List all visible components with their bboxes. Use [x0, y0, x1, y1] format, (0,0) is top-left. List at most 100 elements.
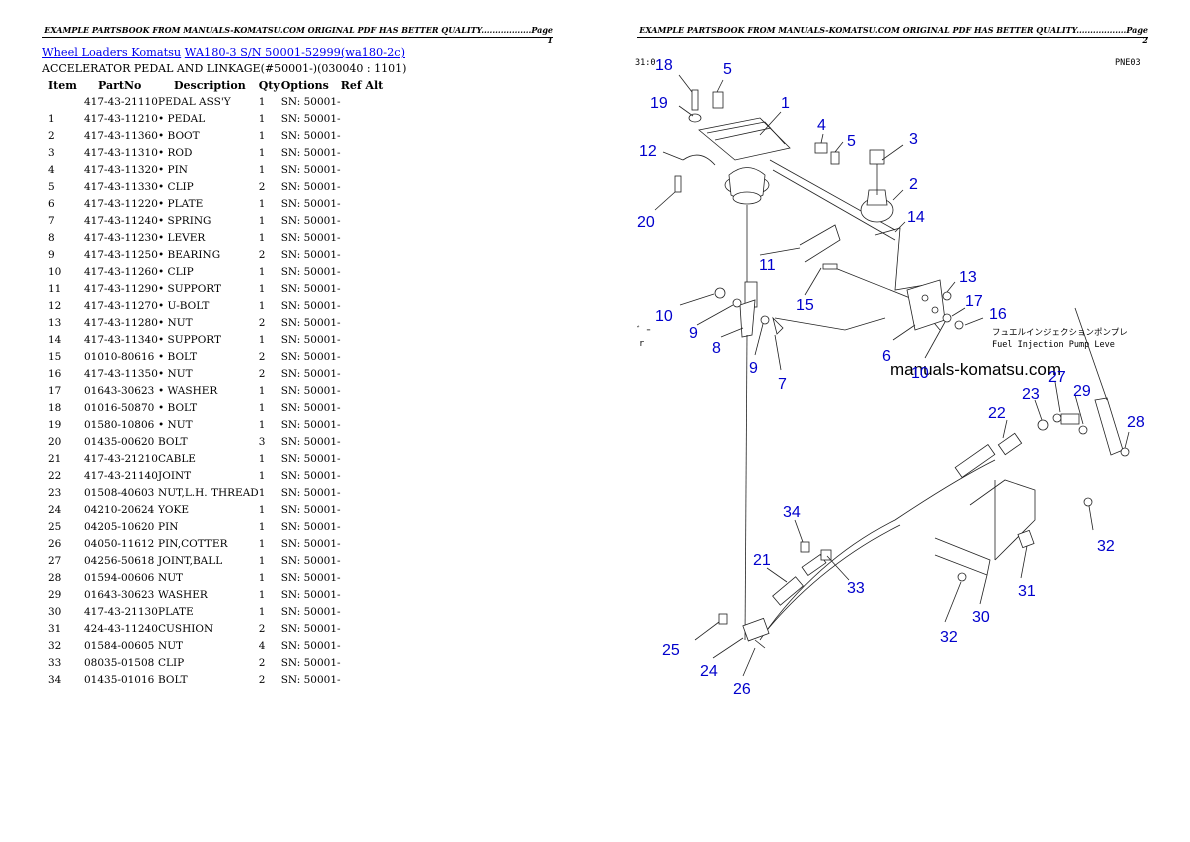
qty-cell: 3 [258, 435, 266, 448]
qty-cell: 1 [258, 537, 266, 550]
item-cell: 31 [48, 622, 62, 635]
ref-alt-cell [341, 586, 389, 603]
qty-cell: 1 [258, 299, 266, 312]
partno-cell: 04210-20624 [84, 503, 155, 516]
qty-cell: 1 [258, 95, 266, 108]
options-cell: SN: 50001- [280, 282, 341, 295]
ref-alt-cell [341, 450, 389, 467]
partno-cell: 01643-30623 [84, 588, 155, 601]
ref-alt-cell [341, 212, 389, 229]
options-cell: SN: 50001- [280, 520, 341, 533]
options-cell: SN: 50001- [280, 656, 341, 669]
partno-cell: 01016-50870 [84, 401, 155, 414]
description-cell: • BOLT [158, 401, 198, 414]
callout-leader-lines [654, 74, 1130, 677]
callout-16: 16 [989, 306, 1007, 323]
item-cell: 30 [48, 605, 62, 618]
item-cell: 24 [48, 503, 62, 516]
ref-alt-cell [341, 331, 389, 348]
partno-cell: 417-43-11260 [84, 265, 158, 278]
description-cell: PEDAL ASS'Y [158, 95, 231, 108]
callout-29: 29 [1073, 383, 1091, 400]
description-cell: • SUPPORT [158, 333, 222, 346]
callout-14: 14 [907, 209, 925, 226]
options-cell: SN: 50001- [280, 350, 341, 363]
column-header-partno: PartNo [98, 78, 142, 92]
item-cell: 14 [48, 333, 62, 346]
breadcrumb-link-category[interactable]: Wheel Loaders Komatsu [42, 46, 182, 59]
ref-alt-cell [341, 93, 389, 110]
item-cell: 21 [48, 452, 62, 465]
options-cell: SN: 50001- [280, 333, 341, 346]
description-cell: WASHER [158, 588, 208, 601]
column-header-ref-alt: Ref Alt [340, 78, 384, 92]
partno-cell: 417-43-11280 [84, 316, 158, 329]
callout-13: 13 [959, 269, 977, 286]
description-cell: CLIP [158, 656, 185, 669]
qty-cell: 1 [258, 231, 266, 244]
options-cell: SN: 50001- [280, 486, 341, 499]
item-cell: 6 [48, 197, 55, 210]
item-cell: 19 [48, 418, 62, 431]
options-cell: SN: 50001- [280, 673, 341, 686]
qty-cell: 1 [258, 401, 266, 414]
item-cell: 16 [48, 367, 62, 380]
item-cell: 27 [48, 554, 62, 567]
breadcrumb-link-model[interactable]: WA180-3 S/N 50001-52999(wa180-2c) [184, 46, 405, 59]
callout-33: 33 [847, 580, 865, 597]
item-cell: 12 [48, 299, 62, 312]
ref-alt-cell [341, 229, 389, 246]
options-cell: SN: 50001- [280, 95, 341, 108]
page-header: EXAMPLE PARTSBOOK FROM MANUALS-KOMATSU.C… [637, 25, 1148, 45]
qty-cell: 1 [258, 503, 266, 516]
qty-cell: 2 [258, 656, 266, 669]
description-cell: PIN,COTTER [158, 537, 228, 550]
description-cell: • ROD [158, 146, 193, 159]
ref-alt-cell [341, 620, 389, 637]
partno-cell: 417-43-21140 [84, 469, 158, 482]
partno-cell: 417-43-11320 [84, 163, 158, 176]
exploded-parts-diagram: 31:0 PNE03 ﾞ ｰ r [635, 57, 1145, 698]
qty-cell: 2 [258, 622, 266, 635]
description-cell: CUSHION [158, 622, 214, 635]
ref-alt-cell [341, 671, 389, 688]
callout-9: 9 [749, 360, 758, 377]
callout-24: 24 [700, 663, 718, 680]
ref-alt-cell [341, 518, 389, 535]
ref-alt-cell [341, 127, 389, 144]
qty-cell: 1 [258, 129, 266, 142]
options-cell: SN: 50001- [280, 231, 341, 244]
ref-alt-cell [341, 365, 389, 382]
edge-text-fragment: ﾞ ｰ [637, 326, 651, 336]
partno-cell: 04256-50618 [84, 554, 155, 567]
ref-alt-cell [341, 603, 389, 620]
partno-cell: 01580-10806 [84, 418, 155, 431]
item-cell: 25 [48, 520, 62, 533]
description-cell: • NUT [158, 367, 193, 380]
options-cell: SN: 50001- [280, 622, 341, 635]
ref-alt-cell [341, 314, 389, 331]
description-cell: PIN [158, 520, 179, 533]
options-cell: SN: 50001- [280, 554, 341, 567]
description-cell: NUT [158, 639, 184, 652]
partno-cell: 417-43-11230 [84, 231, 158, 244]
ref-alt-cell [341, 161, 389, 178]
edge-text-fragment: r [639, 339, 644, 349]
item-cell: 9 [48, 248, 55, 261]
ref-alt-cell [341, 569, 389, 586]
ref-alt-cell [341, 433, 389, 450]
partno-cell: 417-43-11330 [84, 180, 158, 193]
column-header-description: Description [174, 78, 246, 92]
options-cell: SN: 50001- [280, 588, 341, 601]
partno-cell: 04205-10620 [84, 520, 155, 533]
